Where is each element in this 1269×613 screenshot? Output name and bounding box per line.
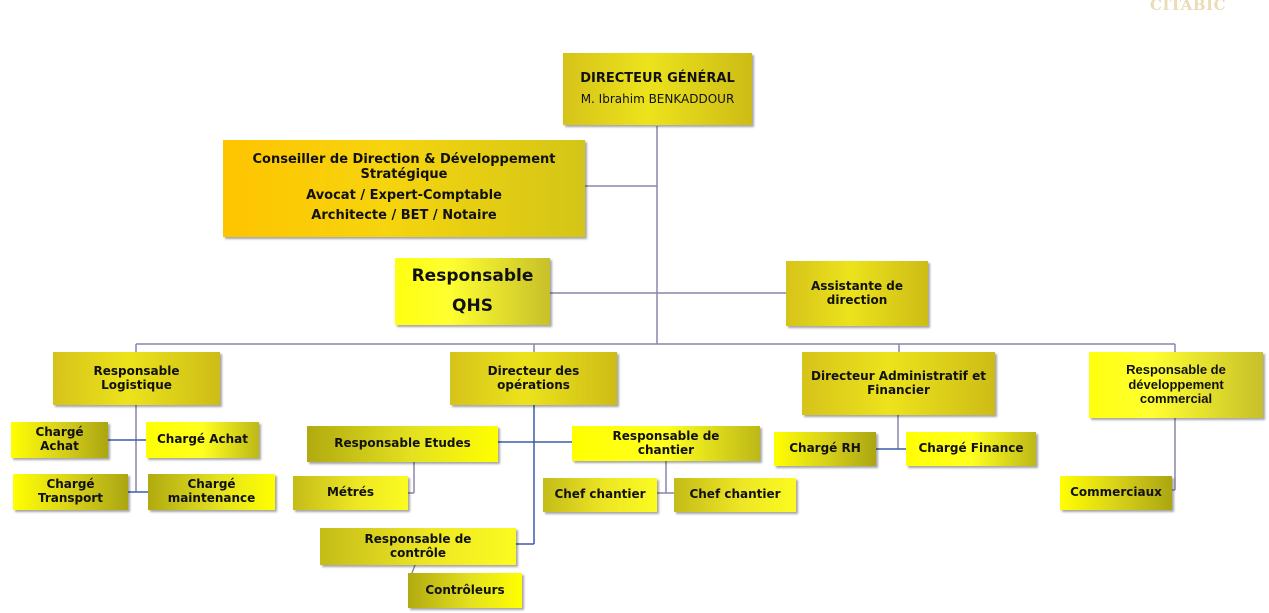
node-controleurs: Contrôleurs [408, 573, 522, 608]
node-responsable-logistique: Responsable Logistique [53, 352, 220, 405]
node-charge-achat-left: Chargé Achat [11, 422, 108, 458]
node-label: Assistante de direction [811, 278, 903, 307]
node-commerciaux: Commerciaux [1060, 476, 1172, 510]
node-title: DIRECTEUR GÉNÉRAL [580, 70, 735, 86]
node-label: Chef chantier [689, 487, 781, 502]
node-assistante-direction: Assistante de direction [786, 261, 928, 326]
node-directeur-administratif-financier: Directeur Administratif et Financier [802, 352, 995, 415]
node-charge-finance: Chargé Finance [906, 432, 1036, 466]
node-charge-transport: Chargé Transport [13, 474, 128, 510]
company-logo: CITABIC [1150, 0, 1227, 14]
node-label: Chargé RH [789, 441, 861, 456]
node-responsable-etudes: Responsable Etudes [307, 426, 498, 462]
node-label: Chargé Achat [35, 425, 84, 453]
node-charge-achat-right: Chargé Achat [146, 422, 259, 458]
node-label: Chef chantier [554, 487, 646, 502]
node-conseiller-direction: Conseiller de Direction & Développement … [223, 140, 585, 237]
node-label: Directeur des opérations [487, 363, 580, 392]
node-responsable-controle: Responsable de contrôle [320, 528, 516, 565]
node-label: Responsable de contrôle [364, 531, 472, 560]
node-label: Directeur Administratif et Financier [811, 368, 986, 397]
node-chef-chantier-left: Chef chantier [543, 478, 657, 512]
node-label: Chargé Transport [37, 477, 104, 505]
node-label-line2: Avocat / Expert-Comptable [306, 187, 502, 203]
node-responsable-chantier: Responsable de chantier [572, 426, 760, 461]
node-responsable-developpement: Responsable de développement commercial [1089, 352, 1263, 418]
node-label: Métrés [326, 485, 374, 500]
node-label: Chargé maintenance [167, 477, 256, 505]
node-label: Commerciaux [1070, 485, 1162, 500]
node-person-name: M. Ibrahim BENKADDOUR [580, 91, 735, 106]
node-label: Responsable de développement commercial [1126, 361, 1226, 407]
node-label: Responsable de chantier [612, 428, 720, 457]
node-metres: Métrés [293, 476, 408, 510]
node-chef-chantier-right: Chef chantier [674, 478, 796, 512]
node-charge-rh: Chargé RH [774, 432, 876, 466]
node-label-line2: QHS [452, 295, 493, 316]
node-label: Chargé Achat [156, 432, 249, 447]
node-directeur-general: DIRECTEUR GÉNÉRAL M. Ibrahim BENKADDOUR [563, 53, 752, 125]
node-label: Responsable Etudes [334, 436, 471, 451]
node-charge-maintenance: Chargé maintenance [148, 474, 275, 510]
node-label: Chargé Finance [918, 441, 1024, 456]
node-responsable-qhs: Responsable QHS [395, 258, 550, 325]
node-directeur-operations: Directeur des opérations [450, 352, 617, 405]
node-label: Responsable Logistique [93, 363, 180, 392]
node-label: Contrôleurs [425, 582, 505, 597]
node-label-line3: Architecte / BET / Notaire [311, 208, 497, 224]
node-label-line1: Conseiller de Direction & Développement … [252, 151, 556, 182]
node-label-line1: Responsable [411, 265, 534, 286]
